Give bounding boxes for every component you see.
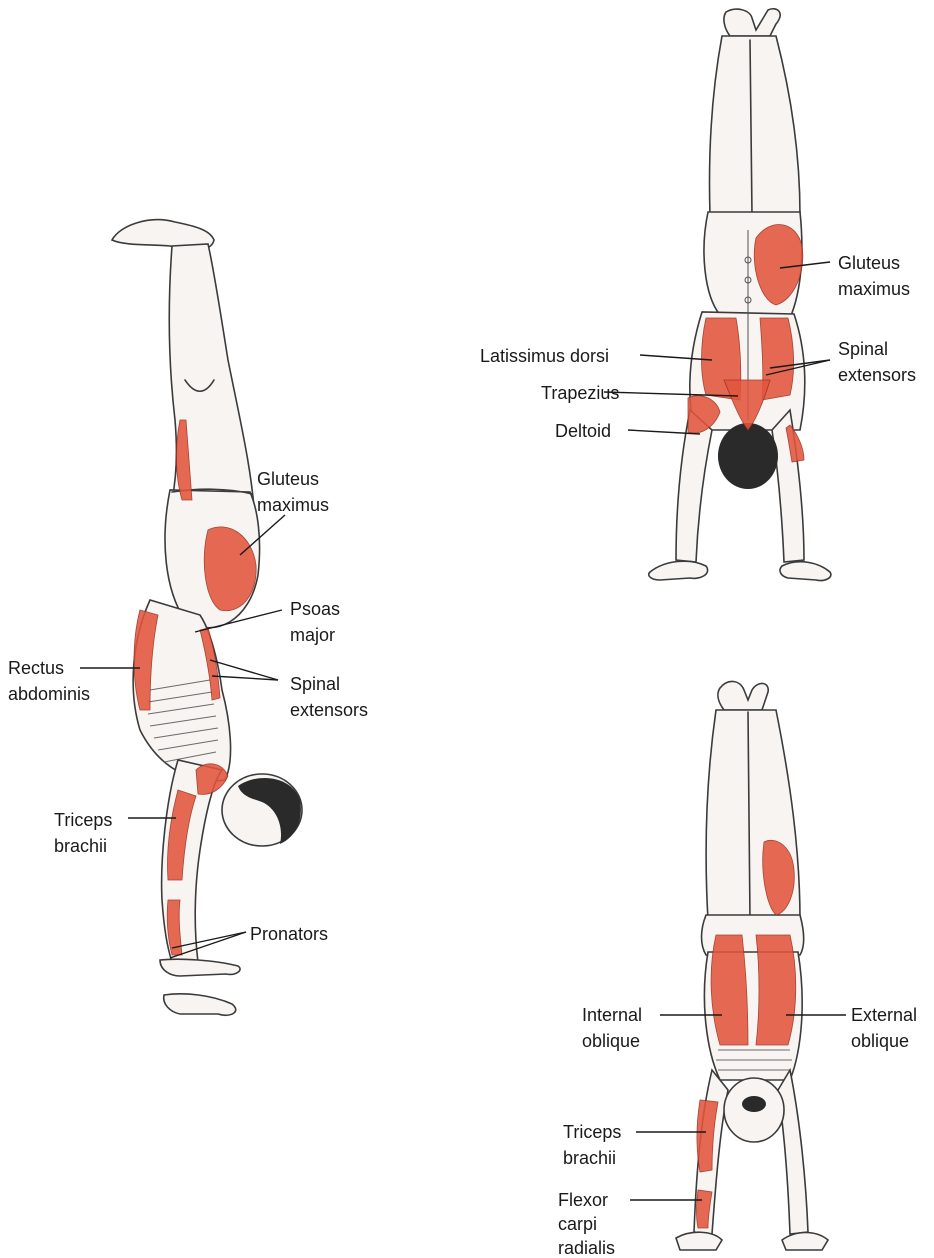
label-side-psoas-major: Psoas major — [290, 599, 345, 645]
label-back-spinal-extensors: Spinal extensors — [838, 339, 916, 385]
label-side-pronators: Pronators — [250, 924, 328, 944]
front-view-figure — [630, 681, 846, 1250]
label-back-trapezius: Trapezius — [541, 383, 619, 403]
label-back-deltoid: Deltoid — [555, 421, 611, 441]
label-side-gluteus-maximus: Gluteus maximus — [257, 469, 329, 515]
front-external-oblique-muscle — [756, 935, 796, 1045]
side-deltoid-muscle — [196, 764, 228, 795]
label-front-internal-oblique: Internal oblique — [582, 1005, 647, 1051]
label-front-flexor-carpi-radialis: Flexor carpi radialis — [558, 1190, 615, 1258]
label-front-external-oblique: External oblique — [851, 1005, 922, 1051]
label-front-triceps-brachii: Triceps brachii — [563, 1122, 626, 1168]
label-back-gluteus-maximus: Gluteus maximus — [838, 253, 910, 299]
label-back-latissimus-dorsi: Latissimus dorsi — [480, 346, 609, 366]
side-view-figure — [80, 220, 302, 1016]
front-internal-oblique-muscle — [711, 935, 748, 1045]
label-side-spinal-extensors: Spinal extensors — [290, 674, 368, 720]
back-view-figure — [604, 9, 831, 581]
label-side-triceps-brachii: Triceps brachii — [54, 810, 117, 856]
label-side-rectus-abdominis: Rectus abdominis — [8, 658, 90, 704]
